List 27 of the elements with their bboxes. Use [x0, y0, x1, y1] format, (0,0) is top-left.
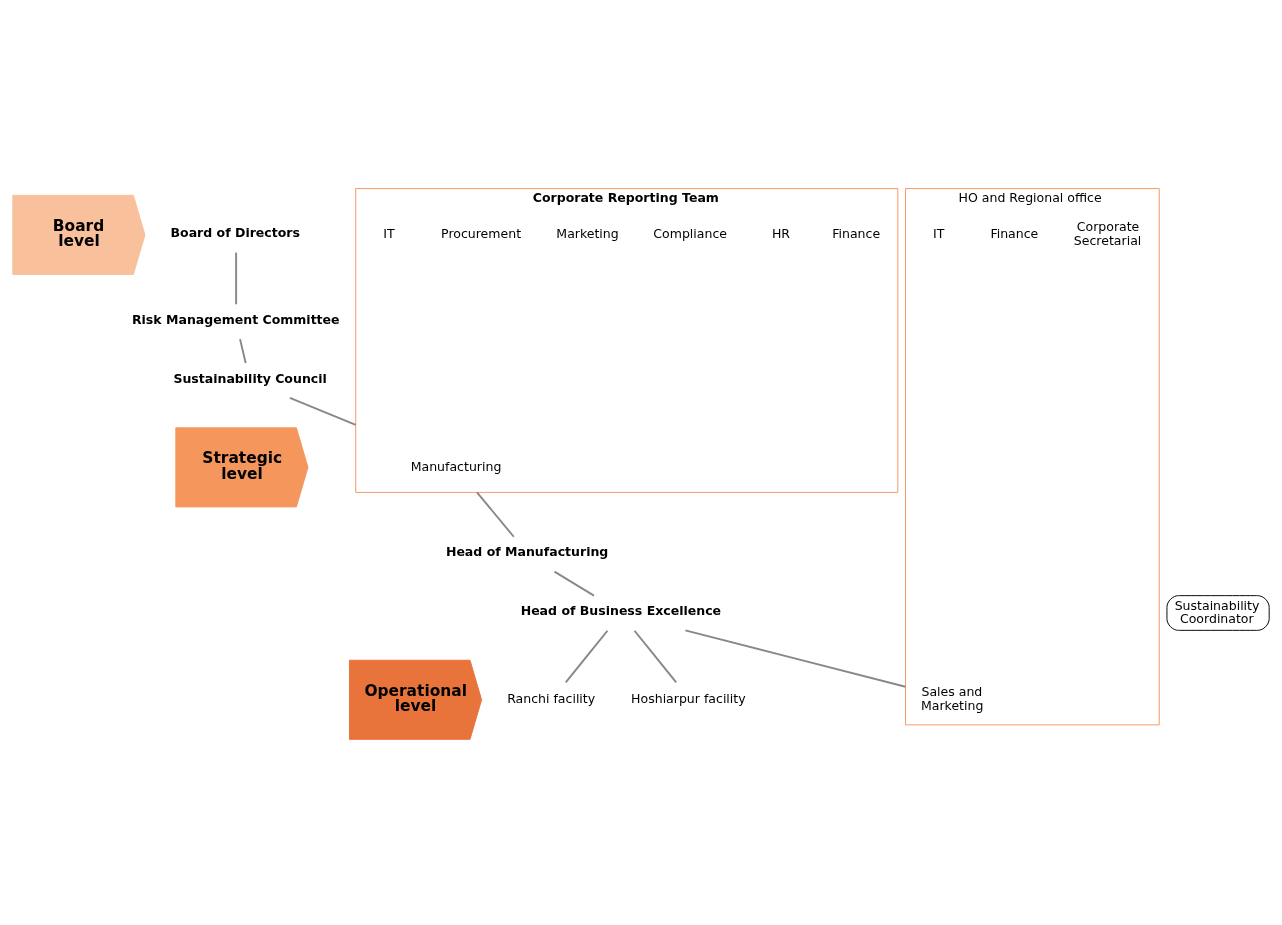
node-text: Risk Management Committee	[131, 311, 340, 327]
node-text: Procurement	[441, 225, 522, 241]
node-box: Sustainability Coordinator	[1166, 594, 1270, 631]
node-text: IT	[933, 225, 945, 241]
node-text: Marketing	[556, 225, 619, 241]
node-text: Finance	[990, 225, 1039, 241]
connector	[553, 570, 595, 597]
node-text: Sustainability Council	[173, 370, 327, 386]
connector	[288, 396, 357, 426]
node-text: Board of Directors	[170, 224, 300, 240]
node-text: Manufacturing	[410, 458, 502, 474]
node-text: Head of Business Excellence	[520, 602, 722, 618]
node-text: Finance	[832, 225, 881, 241]
node-text: HR	[771, 225, 791, 241]
node-text: Ranchi facility	[507, 690, 596, 706]
node-text: Compliance	[653, 225, 727, 241]
connector	[684, 628, 907, 688]
connector	[239, 337, 247, 364]
connector	[476, 490, 515, 538]
node-text: Head of Manufacturing	[445, 543, 609, 559]
node-text: IT	[383, 225, 395, 241]
node-text: Sales and Marketing	[920, 683, 984, 713]
connector	[564, 629, 609, 683]
node-text: Hoshiarpur facility	[631, 690, 746, 706]
connector	[235, 251, 238, 305]
node-text: Corporate Secretarial	[1073, 218, 1142, 248]
connector	[633, 629, 678, 683]
